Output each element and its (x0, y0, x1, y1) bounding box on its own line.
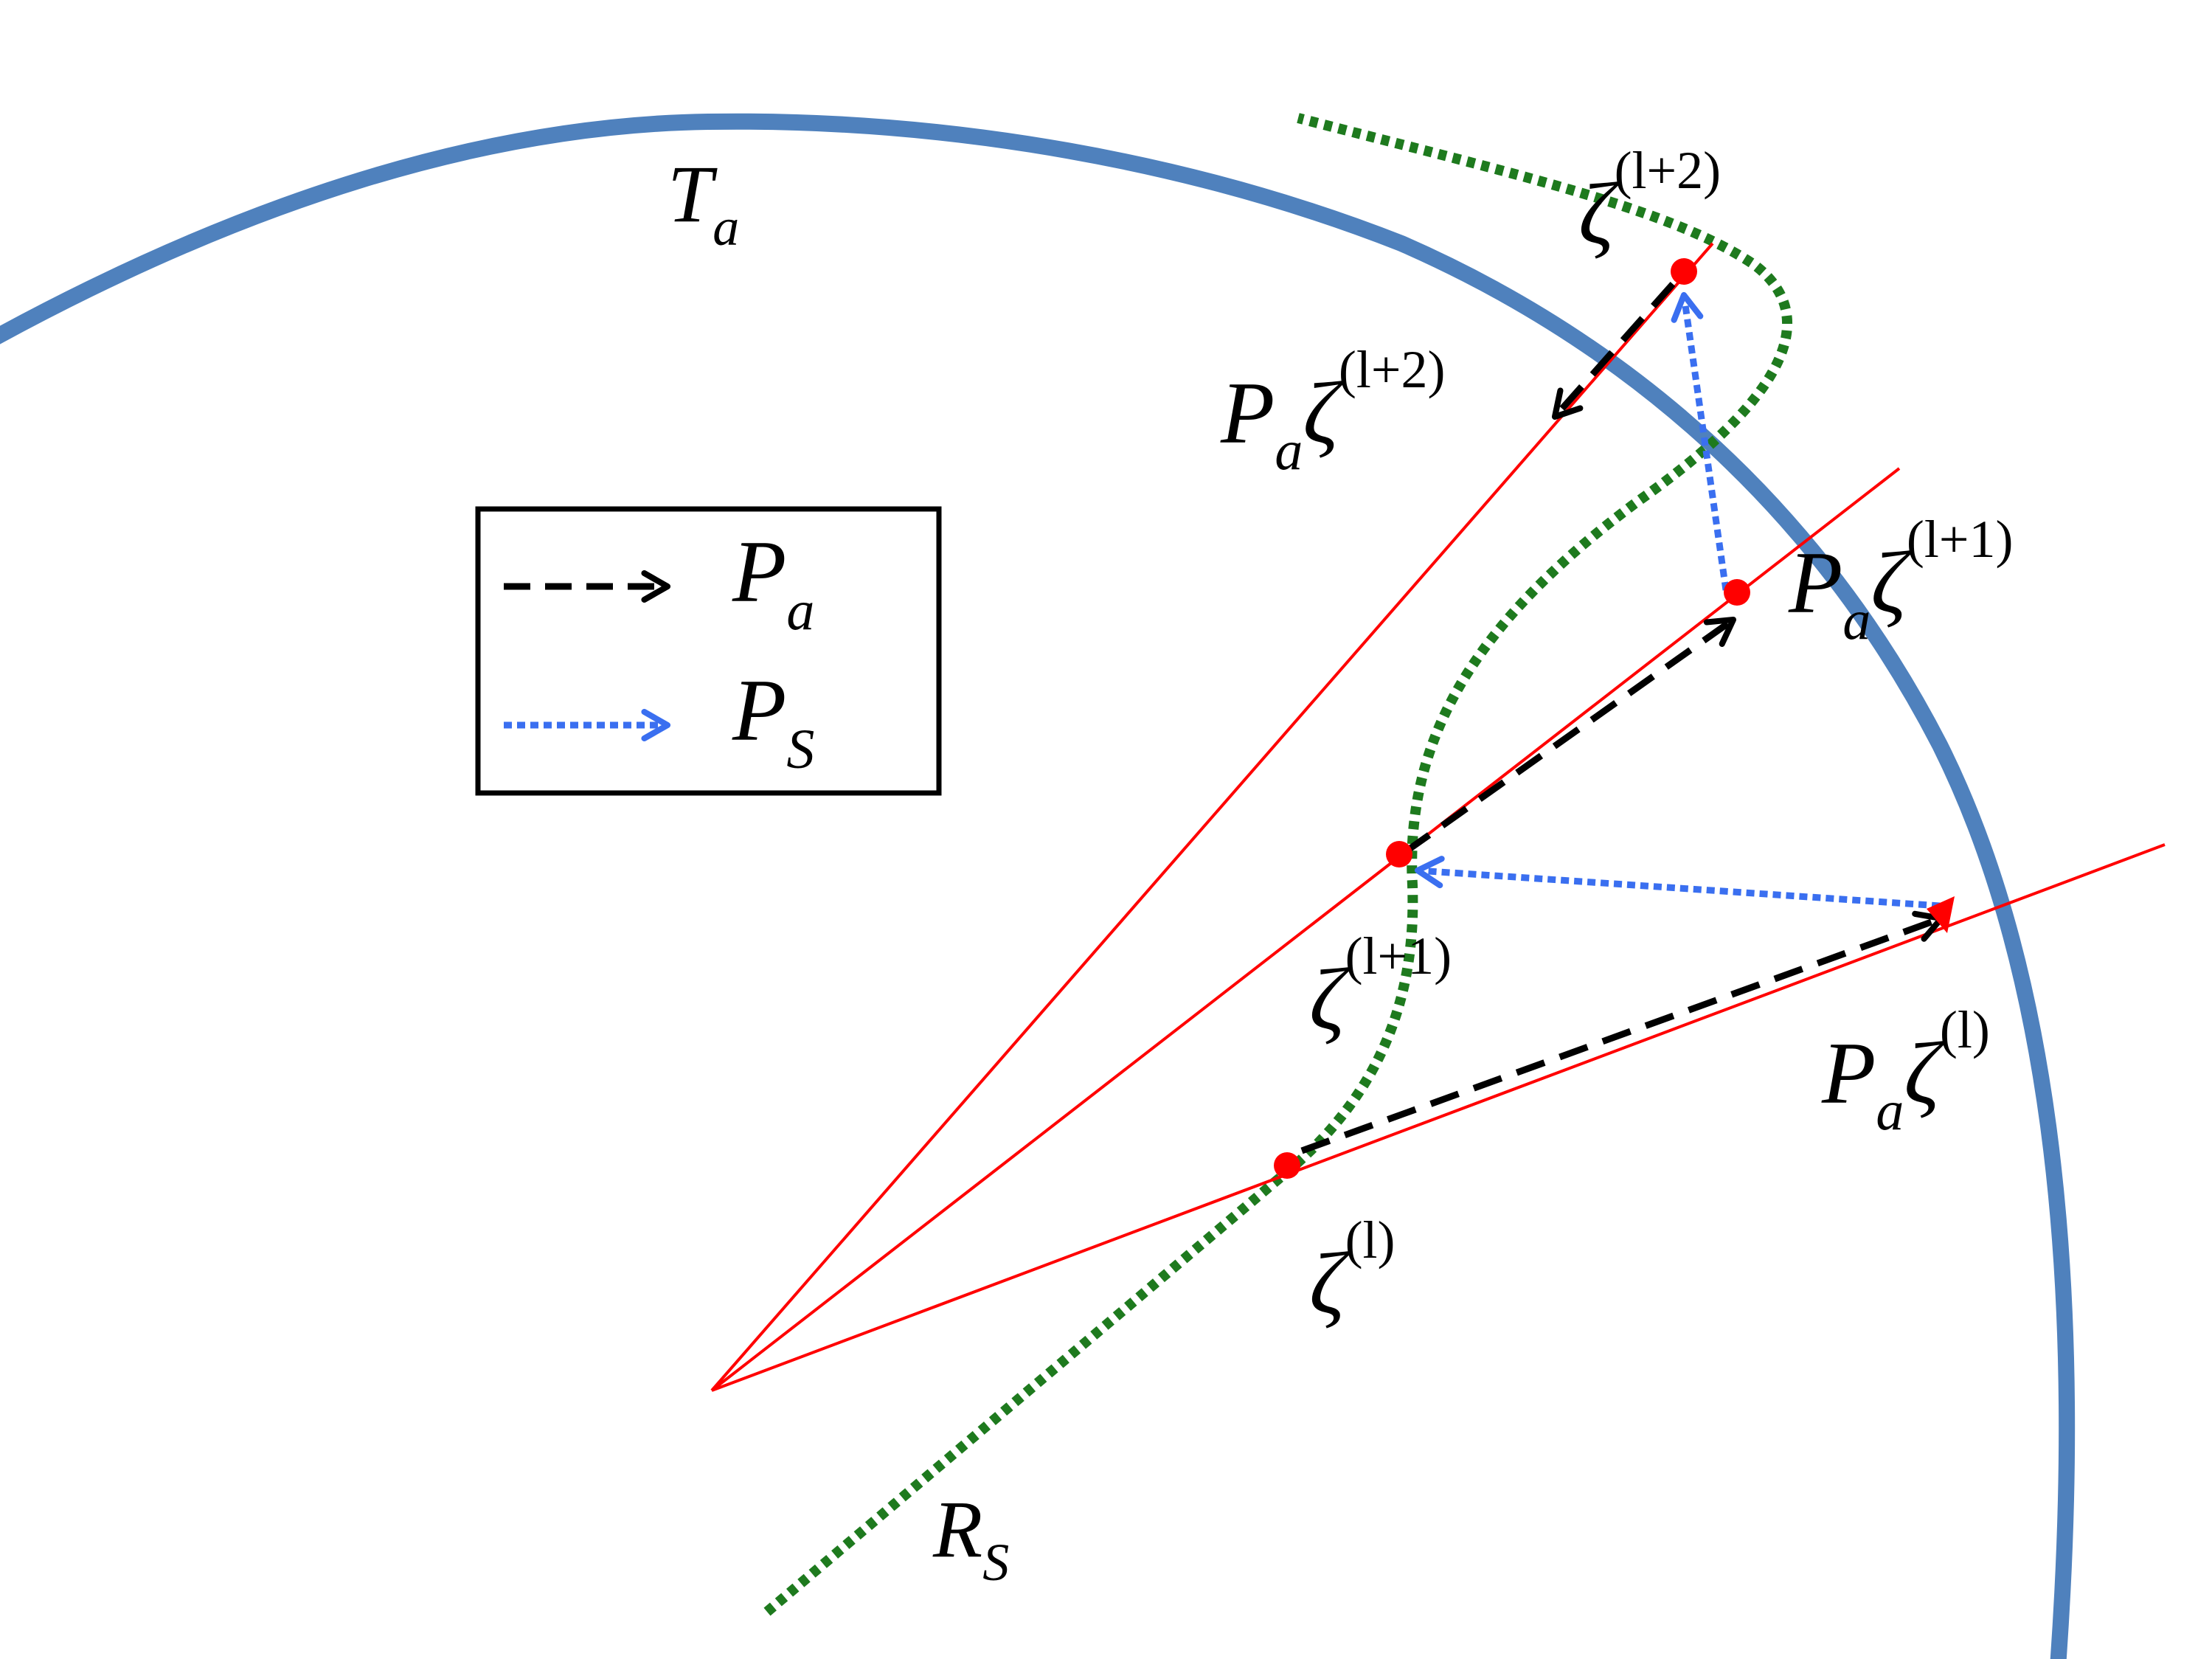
label-pa-zeta-l: Paζ(l) (1821, 1000, 1990, 1142)
ps-arrow-l (1414, 856, 1941, 910)
ray-l2 (710, 242, 1714, 1392)
ps-arrow-l1 (1671, 291, 1730, 591)
label-rs: RS (932, 1484, 1009, 1592)
ray-l1 (710, 467, 1901, 1392)
legend-pa-label: Pa (732, 522, 814, 642)
label-zeta-l: ζ(l) (1309, 1211, 1395, 1332)
legend-ps-label: PS (732, 661, 814, 780)
pa-arrow-l1 (1403, 616, 1737, 855)
point-pa-zeta-l (1927, 896, 1955, 933)
point-zeta-l (1274, 1152, 1300, 1179)
label-zeta-l1: ζ(l+1) (1309, 927, 1452, 1048)
label-pa-zeta-l2: Paζ(l+2) (1220, 340, 1445, 482)
label-pa-zeta-l1: Paζ(l+1) (1788, 510, 2013, 651)
pa-arrow-l2 (1551, 282, 1676, 420)
point-pa-zeta-l1 (1724, 579, 1750, 606)
rays (710, 242, 2166, 1392)
pa-arrow-l (1300, 910, 1945, 1154)
legend-box (475, 506, 942, 796)
ta-circle-arc (0, 113, 2076, 1659)
point-zeta-l2 (1671, 258, 1697, 285)
point-zeta-l1 (1386, 841, 1412, 867)
ps-arrows (1414, 291, 1941, 910)
label-ta: Ta (668, 149, 739, 257)
points (1274, 258, 1955, 1179)
rs-curve (763, 113, 1793, 1616)
legend: Pa PS (475, 506, 942, 796)
label-zeta-l2: ζ(l+2) (1578, 141, 1721, 263)
pa-arrows (1300, 282, 1945, 1154)
